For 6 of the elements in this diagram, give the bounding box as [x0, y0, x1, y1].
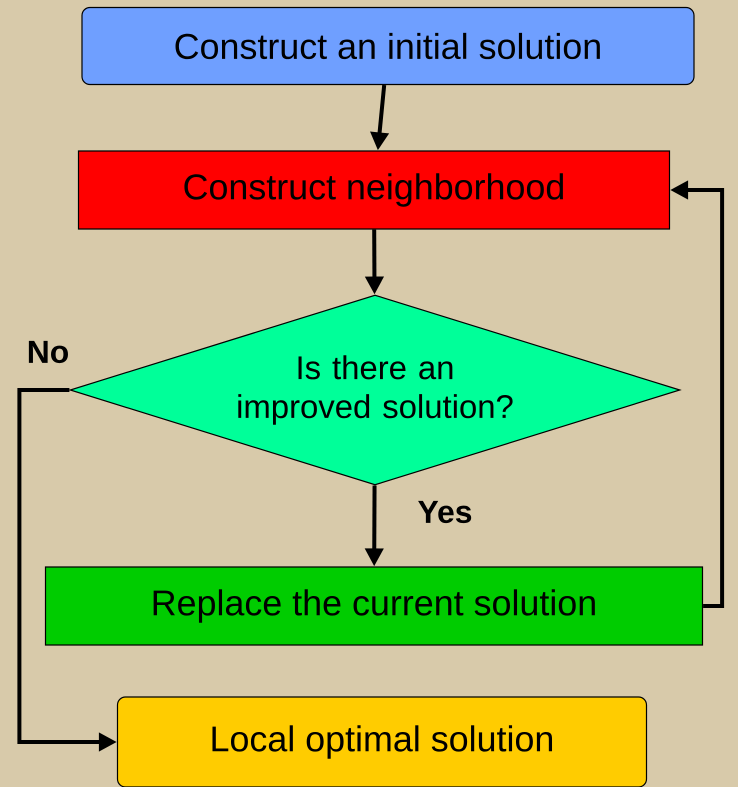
process-box: Replace the current solution: [44, 566, 704, 646]
process-box: Local optimal solution: [116, 696, 648, 787]
edge-label: Yes: [418, 500, 472, 524]
process-box: Construct an initial solution: [81, 6, 695, 86]
edge-label: No: [28, 340, 68, 364]
process-box: Construct neighborhood: [78, 150, 670, 230]
